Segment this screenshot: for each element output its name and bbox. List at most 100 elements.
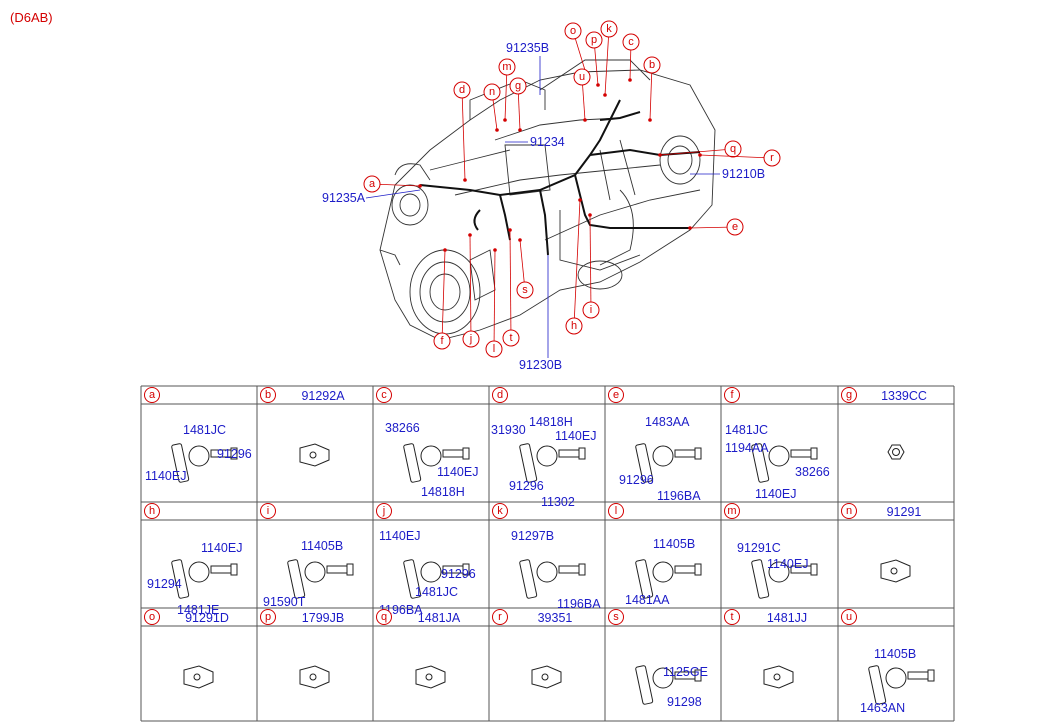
callout-letter: c	[381, 389, 387, 401]
callout-b: b	[260, 387, 276, 403]
callout-i: i	[582, 301, 600, 319]
cell-header: 1481JA	[418, 611, 461, 625]
callout-k: k	[492, 503, 508, 519]
callout-letter: i	[267, 505, 269, 517]
callout-j: j	[376, 503, 392, 519]
callout-d: d	[492, 387, 508, 403]
callout-letter: d	[497, 389, 503, 401]
part-sketch	[403, 559, 470, 599]
cell-i: i 11405B 91590T	[260, 503, 354, 609]
callout-letter: r	[770, 152, 774, 164]
part-label: 91296	[441, 567, 476, 581]
part-label: 1196BA	[557, 597, 601, 611]
part-sketch	[171, 443, 238, 483]
callout-letter: i	[590, 304, 592, 316]
callout-letter: p	[265, 611, 271, 623]
parts-grid	[140, 385, 955, 722]
part-label: 1483AA	[645, 415, 690, 429]
label-91235B: 91235B	[506, 41, 549, 55]
callout-d: d	[453, 81, 471, 99]
callout-letter: u	[846, 611, 852, 623]
callout-a: a	[144, 387, 160, 403]
callout-letter: t	[509, 332, 512, 344]
part-label: 11405B	[301, 539, 343, 553]
part-sketch	[868, 665, 935, 705]
part-label: 1196BA	[657, 489, 701, 503]
callout-n: n	[841, 503, 857, 519]
callout-n: n	[483, 83, 501, 101]
callout-r: r	[492, 609, 508, 625]
cell-p: p 1799JB	[260, 609, 344, 689]
callout-letter: n	[846, 505, 852, 517]
part-label: 91294	[147, 577, 182, 591]
part-label: 1140EJ	[555, 429, 596, 443]
callout-h: h	[144, 503, 160, 519]
part-label: 14818H	[529, 415, 573, 429]
part-label: 11302	[541, 495, 575, 509]
part-sketch	[183, 665, 214, 689]
callout-letter: k	[497, 505, 503, 517]
part-sketch	[415, 665, 446, 689]
part-label: 1140EJ	[437, 465, 478, 479]
callout-g: g	[841, 387, 857, 403]
callout-j: j	[462, 330, 480, 348]
part-sketch	[635, 665, 702, 705]
part-label: 38266	[385, 421, 420, 435]
cell-header: 91292A	[301, 389, 345, 403]
callout-b: b	[643, 56, 661, 74]
callout-s: s	[608, 609, 624, 625]
part-sketch	[751, 559, 818, 599]
cell-header: 1339CC	[881, 389, 927, 403]
callout-u: u	[573, 68, 591, 86]
part-sketch	[635, 559, 702, 599]
callout-t: t	[724, 609, 740, 625]
callout-letter: l	[493, 343, 495, 355]
part-label: 1140EJ	[767, 557, 808, 571]
callout-letter: h	[571, 320, 577, 332]
part-sketch	[887, 444, 905, 460]
callout-letter: h	[149, 505, 155, 517]
callout-letter: j	[469, 333, 472, 345]
callout-letter: s	[613, 611, 619, 623]
callout-letter: a	[369, 178, 376, 190]
callout-letter: r	[498, 611, 502, 623]
part-sketch	[299, 443, 330, 467]
part-label: 1481JC	[183, 423, 226, 437]
callout-letter: l	[615, 505, 617, 517]
part-sketch	[763, 665, 794, 689]
part-label: 91297B	[511, 529, 554, 543]
part-label: 31930	[491, 423, 526, 437]
callout-k: k	[600, 20, 618, 38]
label-91234: 91234	[530, 135, 565, 149]
callout-p: p	[585, 31, 603, 49]
part-label: 91590T	[263, 595, 306, 609]
callout-s: s	[516, 281, 534, 299]
callout-e: e	[608, 387, 624, 403]
part-label: 1481JC	[415, 585, 458, 599]
part-label: 11405B	[653, 537, 695, 551]
part-label: 1463AN	[860, 701, 905, 715]
cell-header: 1799JB	[302, 611, 344, 625]
part-label: 1140EJ	[145, 469, 186, 483]
part-label: 91296	[509, 479, 544, 493]
callout-g: g	[509, 77, 527, 95]
callout-u: u	[841, 609, 857, 625]
part-sketch	[171, 559, 238, 599]
engine-illustration	[379, 59, 716, 341]
callout-letter: b	[265, 389, 271, 401]
cell-b: b 91292A	[260, 387, 345, 467]
part-label: 1481AA	[625, 593, 670, 607]
cell-header: 91291D	[185, 611, 229, 625]
part-label: 91291C	[737, 541, 781, 555]
part-sketch	[299, 665, 330, 689]
part-label: 1194AA	[725, 441, 769, 455]
